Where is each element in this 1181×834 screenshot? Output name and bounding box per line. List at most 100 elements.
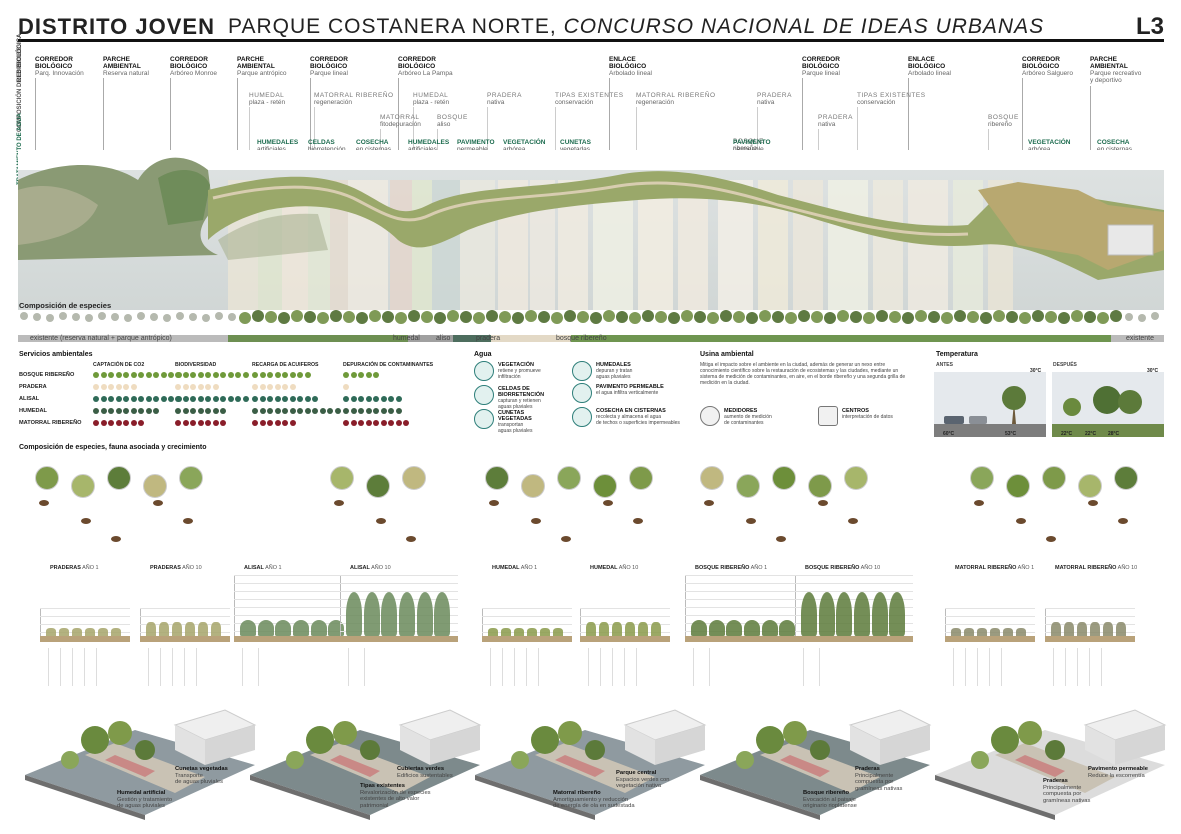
- service-dot: [182, 372, 189, 378]
- services-column-header: DEPURACIÓN DE CONTAMINANTES: [343, 362, 434, 368]
- service-dot: [312, 396, 318, 402]
- leader-line: [609, 78, 610, 150]
- species-name-line: [953, 648, 954, 686]
- plan-label-title: PARCHE AMBIENTAL: [103, 56, 141, 70]
- service-dot: [289, 408, 296, 414]
- growth-plant: [527, 628, 537, 636]
- growth-gridline: [340, 583, 458, 584]
- strip-tree: [1058, 312, 1070, 324]
- growth-gridline: [685, 615, 803, 616]
- growth-plant: [1116, 622, 1126, 636]
- service-dot: [190, 384, 196, 390]
- species-name-line: [60, 648, 61, 686]
- species-name-line: [624, 648, 625, 686]
- growth-plant: [854, 592, 870, 636]
- animal-icon: [1088, 500, 1098, 506]
- service-dot: [130, 372, 137, 378]
- plan-label-sub: nativa: [757, 99, 775, 106]
- service-dot: [93, 372, 99, 378]
- service-dot: [267, 396, 273, 402]
- species-name-line: [989, 648, 990, 686]
- plan-label-title: HUMEDAL: [413, 92, 449, 99]
- service-dot: [252, 372, 258, 378]
- usina-item-title: MEDIDORES: [724, 408, 758, 414]
- growth-title-name: PRADERAS: [50, 565, 81, 571]
- growth-plant: [977, 628, 987, 636]
- growth-plant: [708, 620, 725, 636]
- plan-label-sub: artificiales: [408, 146, 437, 153]
- strip-tree: [1084, 311, 1096, 323]
- growth-plant: [726, 620, 743, 636]
- title-main: DISTRITO JOVEN: [18, 14, 215, 39]
- growth-gridline: [580, 616, 670, 617]
- species-photo: [700, 466, 724, 490]
- plan-label-sub: biorretención: [308, 146, 346, 153]
- plan-label-title: HUMEDALES: [257, 139, 299, 146]
- service-dot: [138, 408, 144, 414]
- service-dot: [259, 384, 266, 390]
- growth-gridline: [234, 575, 352, 576]
- strip-tree: [1110, 310, 1122, 322]
- plan-label-sub: Parque lineal: [310, 70, 348, 77]
- isometric-block: [700, 709, 932, 820]
- growth-title: PRADERAS AÑO 10: [150, 565, 202, 571]
- agua-item-title: PAVIMENTO PERMEABLE: [596, 384, 664, 390]
- data-center-icon: [818, 406, 838, 426]
- growth-title: HUMEDAL AÑO 1: [492, 565, 537, 571]
- services-row-label: HUMEDAL: [19, 408, 47, 414]
- strip-tree: [876, 310, 888, 322]
- plan-label-title: CORREDOR BIOLÓGICO: [35, 56, 73, 70]
- leader-line: [314, 107, 315, 150]
- plan-label-title: PRADERA: [818, 114, 853, 121]
- strip-label: aliso: [436, 335, 451, 342]
- services-row-label: BOSQUE RIBEREÑO: [19, 372, 75, 378]
- strip-segment: [571, 335, 1111, 342]
- species-name-line: [72, 648, 73, 686]
- strip-tree: [239, 312, 251, 324]
- leader-line: [818, 129, 819, 150]
- service-dot: [373, 408, 379, 414]
- plan-label-sub: plaza - retén: [249, 99, 286, 106]
- growth-gridline: [40, 608, 130, 609]
- plan-label-sub: aliso: [437, 121, 451, 128]
- agua-item-text: recolecta y almacena el agua de techos o…: [596, 414, 680, 426]
- strip-tree: [460, 311, 472, 323]
- species-photo: [772, 466, 796, 490]
- growth-gridline: [482, 624, 572, 625]
- service-dot: [93, 384, 99, 390]
- species-name-line: [172, 648, 173, 686]
- animal-icon: [531, 518, 541, 524]
- growth-ground: [40, 636, 130, 642]
- service-dot: [190, 372, 196, 378]
- service-dot: [108, 420, 114, 426]
- temp-despues-svg: [1052, 372, 1164, 437]
- service-dot: [145, 408, 152, 414]
- leader-line: [103, 78, 104, 150]
- plan-label-title: MATORRAL: [380, 114, 420, 121]
- service-dot: [380, 408, 387, 414]
- service-dot: [153, 372, 159, 378]
- service-dot: [252, 420, 258, 426]
- growth-gridline: [1045, 616, 1135, 617]
- growth-ground: [795, 636, 913, 642]
- plan-label-title: HUMEDAL: [249, 92, 285, 99]
- service-dot: [350, 420, 357, 426]
- service-dot: [365, 408, 372, 414]
- iso-callout-title: Humedal artificial: [117, 790, 166, 796]
- plan-label-title: PAVIMENTO: [733, 139, 771, 146]
- animal-icon: [39, 500, 49, 506]
- growth-title: PRADERAS AÑO 1: [50, 565, 99, 571]
- growth-gridline: [685, 599, 803, 600]
- growth-title-name: BOSQUE RIBEREÑO: [805, 565, 860, 571]
- service-dot: [274, 384, 281, 390]
- growth-ground: [140, 636, 230, 642]
- growth-plant: [363, 592, 380, 636]
- species-name-line: [160, 648, 161, 686]
